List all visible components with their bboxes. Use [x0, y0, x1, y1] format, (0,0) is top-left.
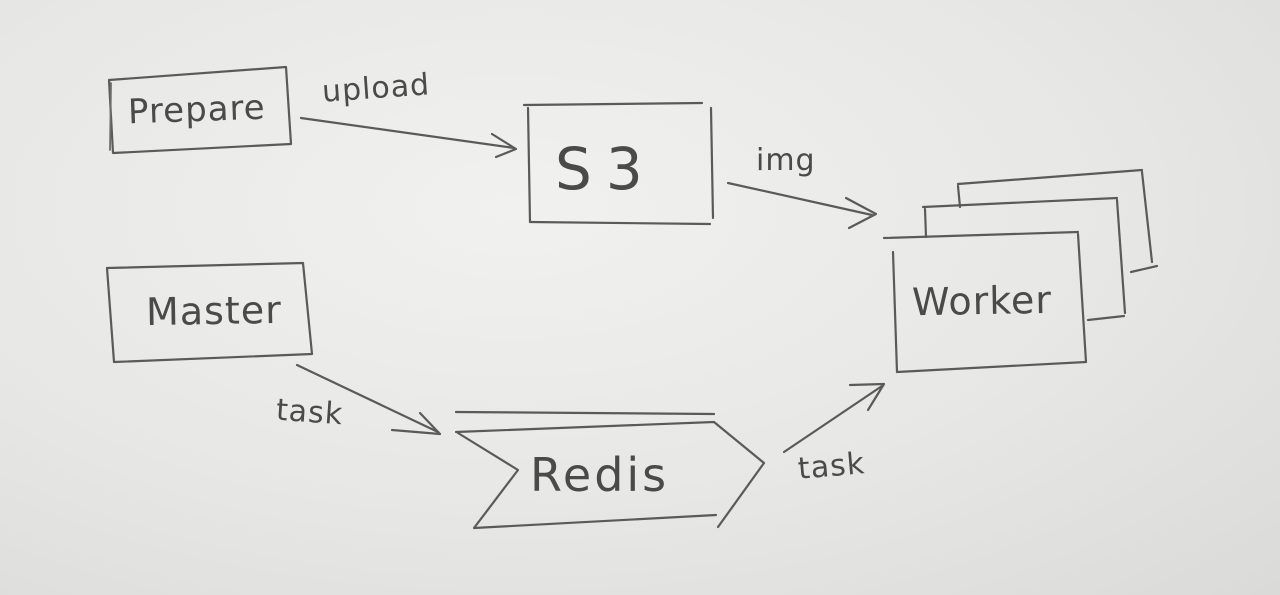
edge-label-upload: upload — [320, 67, 432, 110]
prepare-node-label: Prepare — [127, 87, 267, 133]
worker-node-stack — [882, 168, 1159, 374]
redis-node-shape — [454, 410, 766, 530]
edge-label-redis-task: task — [796, 446, 867, 487]
arrow-master-to-redis — [295, 363, 442, 436]
worker-node-label: Worker — [911, 277, 1053, 325]
redis-node-label: Redis — [530, 448, 670, 502]
master-node-label: Master — [145, 287, 283, 335]
arrow-redis-to-worker — [782, 382, 886, 454]
arrow-prepare-to-s3 — [299, 116, 518, 159]
prepare-node-box — [107, 65, 293, 155]
edge-label-master-task: task — [274, 392, 345, 433]
edge-label-img: img — [756, 143, 816, 178]
s3-node-box — [522, 101, 715, 226]
s3-node-label: S3 — [555, 135, 657, 203]
master-node-box — [105, 261, 314, 364]
arrow-s3-to-worker — [726, 181, 878, 230]
